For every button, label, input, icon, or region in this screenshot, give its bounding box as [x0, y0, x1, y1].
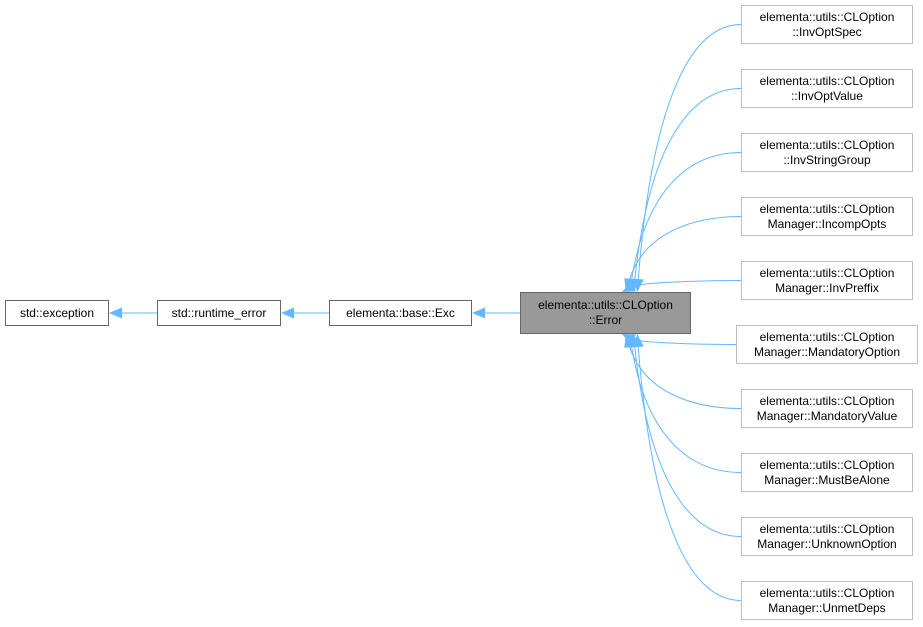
node-label-line-2: Manager::InvPreffix — [775, 280, 879, 295]
node-incomp-opts[interactable]: elementa::utils::CLOption Manager::Incom… — [741, 197, 913, 236]
node-label-line-2: ::Error — [588, 313, 623, 327]
inheritance-edge — [637, 346, 742, 601]
node-label: std::exception — [19, 305, 95, 320]
node-label-line-1: elementa::utils::CLOption — [759, 521, 895, 536]
node-inv-string-group[interactable]: elementa::utils::CLOption ::InvStringGro… — [741, 133, 913, 172]
edge-arrowhead — [621, 281, 637, 292]
node-label-line-1: elementa::utils::CLOption — [759, 329, 895, 344]
node-elementa-base-exc[interactable]: elementa::base::Exc — [329, 300, 472, 326]
node-label-line-1: elementa::utils::CLOption — [759, 393, 895, 408]
node-label-line-1: elementa::utils::CLOption — [759, 137, 895, 152]
node-std-runtime-error[interactable]: std::runtime_error — [157, 300, 281, 326]
inheritance-edge — [634, 88, 742, 280]
node-inv-opt-value[interactable]: elementa::utils::CLOption ::InvOptValue — [741, 69, 913, 108]
edge-arrowhead — [281, 307, 294, 319]
node-label-line-1: elementa::utils::CLOption — [759, 265, 895, 280]
node-label-line-2: Manager::UnmetDeps — [768, 600, 886, 615]
inheritance-edge — [629, 216, 742, 280]
node-mandatory-option[interactable]: elementa::utils::CLOption Manager::Manda… — [736, 325, 918, 364]
node-label-line-1: elementa::utils::CLOption — [759, 585, 895, 600]
node-label-line-2: Manager::UnknownOption — [757, 536, 897, 551]
node-std-exception[interactable]: std::exception — [5, 300, 109, 326]
inheritance-edge — [631, 152, 742, 280]
node-label-line-1: elementa::utils::CLOption — [759, 201, 895, 216]
node-label-line-1: elementa::utils::CLOption — [759, 9, 895, 24]
node-label-line-2: Manager::IncompOpts — [767, 216, 887, 231]
inheritance-edge — [633, 280, 742, 287]
node-label-line-2: Manager::MustBeAlone — [764, 472, 890, 487]
node-label-line-1: elementa::utils::CLOption — [759, 73, 895, 88]
edge-arrowhead — [472, 307, 485, 319]
inheritance-edge — [633, 338, 737, 345]
edge-arrowhead — [109, 307, 122, 319]
edge-arrowhead — [632, 334, 644, 348]
inheritance-edge — [629, 346, 742, 409]
inheritance-edge — [637, 24, 742, 280]
node-label: elementa::base::Exc — [346, 305, 455, 320]
node-unmet-deps[interactable]: elementa::utils::CLOption Manager::Unmet… — [741, 581, 913, 620]
node-label-line-1: elementa::utils::CLOption — [538, 298, 673, 312]
node-unknown-option[interactable]: elementa::utils::CLOption Manager::Unkno… — [741, 517, 913, 556]
node-must-be-alone[interactable]: elementa::utils::CLOption Manager::MustB… — [741, 453, 913, 492]
inheritance-edge — [631, 346, 742, 473]
node-cloption-error: elementa::utils::CLOption ::Error — [520, 292, 691, 334]
node-label-line-2: ::InvOptValue — [791, 88, 863, 103]
node-label-line-2: ::InvStringGroup — [783, 152, 871, 167]
node-label: std::runtime_error — [171, 305, 267, 320]
node-mandatory-value[interactable]: elementa::utils::CLOption Manager::Manda… — [741, 389, 913, 428]
node-inv-preffix[interactable]: elementa::utils::CLOption Manager::InvPr… — [741, 261, 913, 300]
node-label-line-2: ::InvOptSpec — [792, 24, 862, 39]
node-label-line-2: Manager::MandatoryOption — [753, 344, 901, 359]
node-inv-opt-spec[interactable]: elementa::utils::CLOption ::InvOptSpec — [741, 5, 913, 44]
node-label-line-2: Manager::MandatoryValue — [756, 408, 898, 423]
node-label-line-1: elementa::utils::CLOption — [759, 457, 895, 472]
inheritance-edge — [634, 346, 742, 537]
